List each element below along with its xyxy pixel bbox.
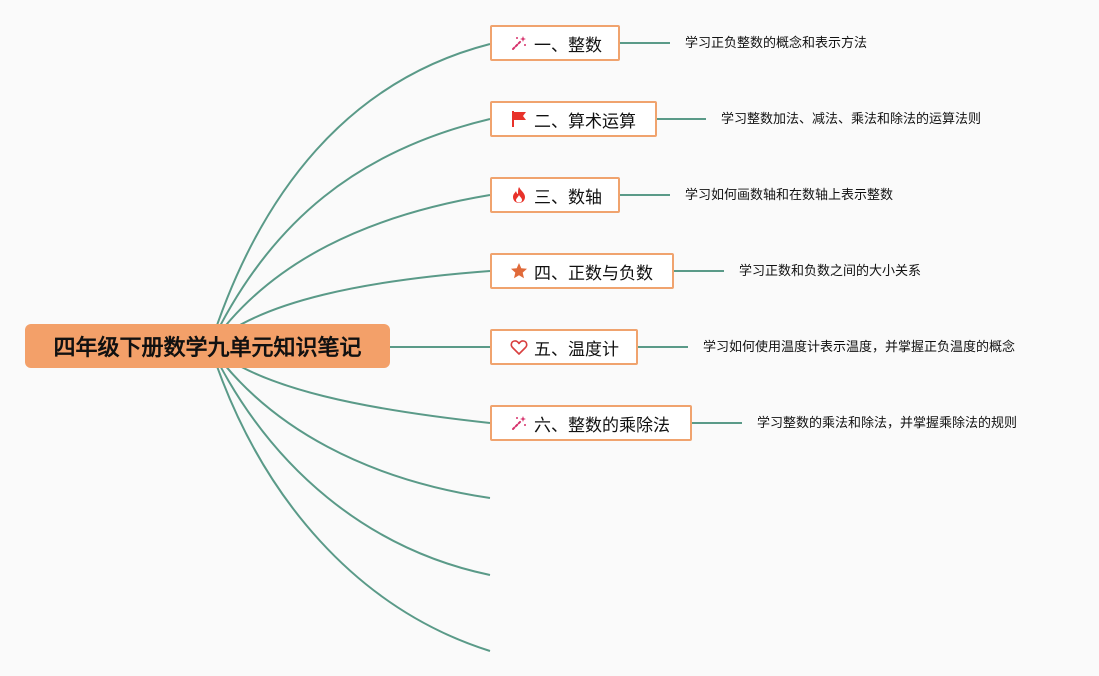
topic-desc-3: 学习如何画数轴和在数轴上表示整数: [685, 188, 894, 203]
root-title: 四年级下册数学九单元知识笔记: [53, 336, 362, 361]
topic-label-5: 五、温度计: [534, 339, 619, 360]
topic-desc-4: 学习正数和负数之间的大小关系: [739, 264, 922, 279]
topic-label-6: 六、整数的乘除法: [534, 415, 670, 436]
topic-desc-2: 学习整数加法、减法、乘法和除法的运算法则: [721, 112, 982, 127]
root-topic[interactable]: 四年级下册数学九单元知识笔记: [25, 324, 390, 368]
topic-node-3[interactable]: 三、数轴: [490, 177, 620, 213]
topic-desc-1: 学习正负整数的概念和表示方法: [685, 36, 868, 51]
branch-line-1: [209, 43, 491, 347]
topic-node-4[interactable]: 四、正数与负数: [490, 253, 674, 289]
topic-node-6[interactable]: 六、整数的乘除法: [490, 405, 692, 441]
branch-line-3: [209, 194, 491, 347]
topic-node-2[interactable]: 二、算术运算: [490, 101, 657, 137]
red-flag-icon: [508, 108, 530, 130]
topic-label-2: 二、算术运算: [534, 111, 636, 132]
topic-desc-6: 学习整数的乘法和除法，并掌握乘除法的规则: [757, 416, 1018, 431]
branch-line-7: [209, 345, 491, 499]
topic-node-1[interactable]: 一、整数: [490, 25, 620, 61]
branch-line-9: [209, 345, 491, 652]
magic-wand-icon: [508, 32, 530, 54]
branch-line-8: [209, 345, 491, 576]
heart-outline-icon: [508, 336, 530, 358]
topic-label-4: 四、正数与负数: [534, 263, 653, 284]
fire-icon: [508, 184, 530, 206]
branch-line-2: [209, 118, 491, 347]
star-icon: [508, 260, 530, 282]
topic-desc-5: 学习如何使用温度计表示温度，并掌握正负温度的概念: [703, 340, 1016, 355]
magic-wand-icon: [508, 412, 530, 434]
topic-node-5[interactable]: 五、温度计: [490, 329, 638, 365]
topic-label-3: 三、数轴: [534, 187, 602, 208]
topic-label-1: 一、整数: [534, 35, 602, 56]
